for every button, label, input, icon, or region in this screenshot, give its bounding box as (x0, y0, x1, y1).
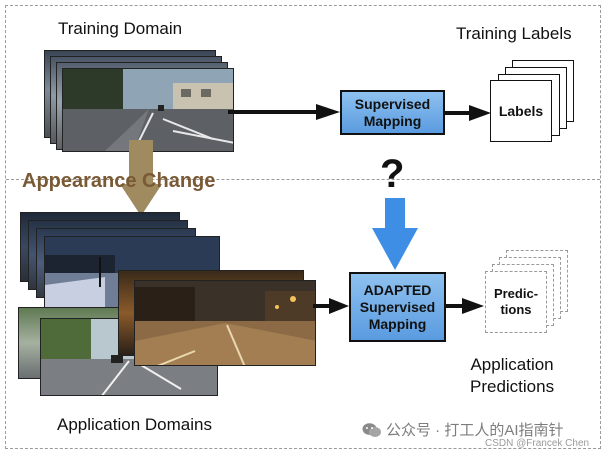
csdn-watermark: CSDN @Francek Chen (485, 438, 590, 449)
diagram-frame (5, 5, 601, 449)
predictions-line-1: Predic- (493, 286, 539, 301)
wechat-watermark: 公众号 · 打工人的AI指南针 (362, 419, 564, 440)
training-labels-title: Training Labels (456, 24, 572, 43)
adapted-line-1: ADAPTED (363, 281, 432, 298)
application-image-dusk (134, 280, 316, 366)
adapted-line-3: Mapping (368, 315, 427, 332)
labels-text: Labels (498, 103, 544, 119)
appearance-change-label: Appearance Change (22, 170, 216, 192)
app-predictions-line-1: Application (470, 355, 554, 374)
adapted-line-2: Supervised (359, 298, 436, 315)
adapted-mapping-box: ADAPTED Supervised Mapping (349, 272, 446, 342)
supervised-mapping-box: Supervised Mapping (340, 90, 445, 135)
supervised-line-1: Supervised (354, 95, 431, 112)
blue-down-arrow (372, 198, 418, 270)
domain-divider (6, 179, 600, 180)
question-mark: ? (380, 152, 405, 196)
arrow-to-supervised (228, 104, 340, 120)
watermark-text: 公众号 · 打工人的AI指南针 (386, 422, 564, 439)
appearance-change-arrow (120, 140, 162, 216)
street-scene-day (63, 69, 233, 151)
training-image-front (62, 68, 234, 152)
application-domains-title: Application Domains (57, 415, 212, 434)
label-card-front: Labels (490, 80, 552, 142)
supervised-line-2: Mapping (363, 112, 422, 129)
app-predictions-line-2: Predictions (470, 377, 555, 396)
wechat-icon (362, 422, 381, 437)
training-domain-title: Training Domain (58, 19, 183, 38)
arrow-to-adapted (313, 298, 349, 314)
application-predictions-title: Application Predictions (470, 354, 554, 398)
arrow-to-predictions (446, 298, 484, 314)
prediction-card-front: Predic- tions (485, 271, 547, 333)
arrow-to-labels (445, 105, 491, 121)
predictions-line-2: tions (500, 302, 532, 317)
street-scene-dusk (135, 281, 315, 365)
